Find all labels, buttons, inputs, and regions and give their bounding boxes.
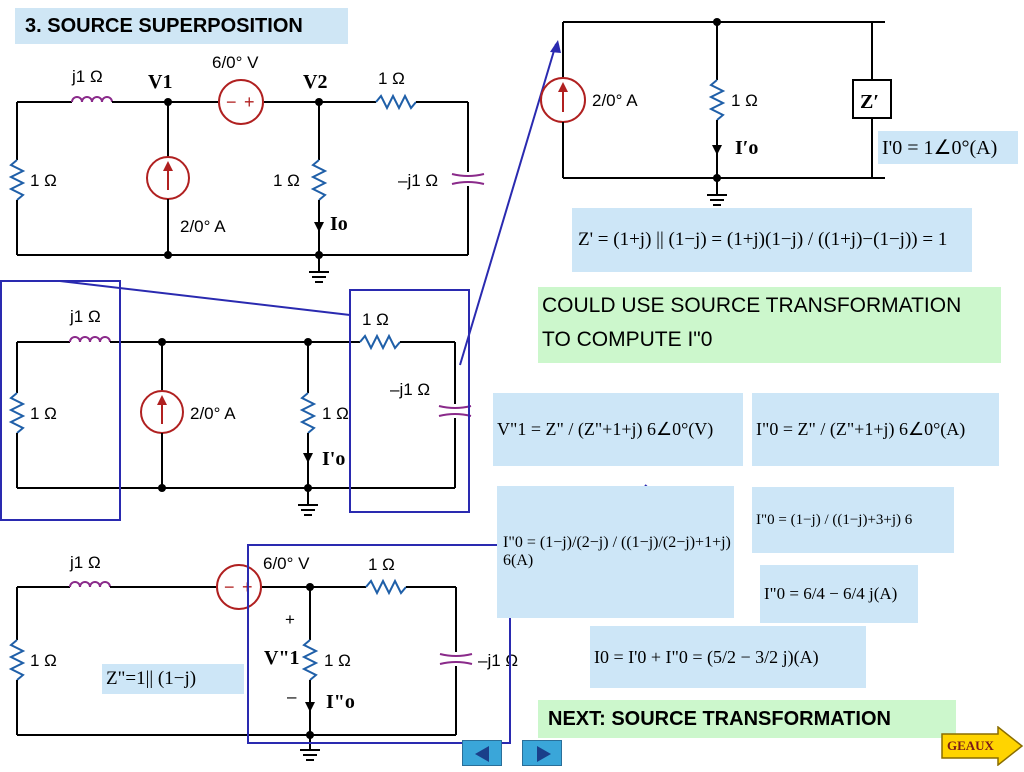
next-arrow-icon (537, 746, 551, 762)
geaux-button[interactable]: GEAUX (940, 726, 1024, 766)
label-r-mid: 1 Ω (273, 171, 300, 190)
label-r-left: 1 Ω (30, 404, 57, 423)
label-r-mid: 1 Ω (322, 404, 349, 423)
label-isource: 2/0° A (190, 404, 236, 423)
i0pp-simpl-eq: I"0 = (1−j) / ((1−j)+3+j) 6 (752, 487, 954, 553)
svg-text:−: − (226, 92, 237, 112)
i0-total-eq: I0 = I'0 + I"0 = (5/2 − 3/2 j)(A) (590, 626, 866, 688)
label-io-pp: I"o (326, 691, 355, 713)
label-vsource: 6/0° V (263, 554, 310, 573)
v1pp-eq: V"1 = Z" / (Z"+1+j) 6∠0°(V) (493, 393, 743, 466)
zpp-box: Z"=1|| (1−j) (102, 664, 244, 694)
geaux-arrow-icon (941, 726, 1024, 766)
label-vsource: 6/0° V (212, 53, 259, 72)
label-inductor: j1 Ω (71, 67, 103, 86)
i0pp-eq: I"0 = Z" / (Z"+1+j) 6∠0°(A) (752, 393, 999, 466)
next-note: NEXT: SOURCE TRANSFORMATION (538, 700, 956, 738)
label-r-top-right: 1 Ω (362, 310, 389, 329)
label-isource: 2/0° A (180, 217, 226, 236)
label-plus: + (285, 610, 295, 629)
label-r-top-right: 1 Ω (368, 555, 395, 574)
geaux-label: GEAUX (947, 738, 994, 753)
i0pp-sub-eq: I"0 = (1−j)/(2−j) / ((1−j)/(2−j)+1+j) 6(… (497, 486, 734, 618)
label-inductor: j1 Ω (69, 553, 101, 572)
z-prime-eq: Z' = (1+j) || (1−j) = (1+j)(1−j) / ((1+j… (572, 208, 972, 272)
i0-prime-eq: I'0 = 1∠0°(A) (878, 131, 1018, 164)
prev-slide-button[interactable] (462, 740, 502, 766)
label-inductor: j1 Ω (69, 307, 101, 326)
label-v1pp: V"1 (264, 647, 300, 669)
label-r-top-right: 1 Ω (378, 69, 405, 88)
source-transform-note: COULD USE SOURCE TRANSFORMATION TO COMPU… (538, 287, 1001, 363)
label-v1: V1 (148, 71, 172, 93)
label-z-prime: Z′ (860, 91, 879, 113)
label-r: 1 Ω (731, 91, 758, 110)
label-io-prime: I′o (735, 137, 758, 159)
label-r-mid: 1 Ω (324, 651, 351, 670)
circuit-right: 2/0° A 1 Ω Z′ I′o (540, 18, 892, 206)
label-cap: –j1 Ω (398, 171, 438, 190)
note-line-1: COULD USE SOURCE TRANSFORMATION (542, 294, 962, 317)
circuit-bottom: − + j1 Ω 6/0° V 1 Ω 1 Ω 1 Ω –j1 Ω + – V"… (10, 544, 545, 761)
circuit-middle: j1 Ω 1 Ω 1 Ω 1 Ω –j1 Ω 2/0° A I'o (0, 40, 561, 521)
prev-arrow-icon (475, 746, 489, 762)
label-r-left: 1 Ω (30, 171, 57, 190)
next-slide-button[interactable] (522, 740, 562, 766)
svg-text:+: + (244, 92, 255, 112)
label-io: I'o (322, 448, 345, 470)
label-v2: V2 (303, 71, 327, 93)
label-r-left: 1 Ω (30, 651, 57, 670)
label-isource: 2/0° A (592, 91, 638, 110)
note-line-2: TO COMPUTE I"0 (542, 328, 713, 351)
circuit-top: − + j1 Ω V1 V2 6/0° V 1 Ω 1 Ω 1 Ω –j1 Ω … (10, 53, 485, 283)
slide-title: 3. SOURCE SUPERPOSITION (15, 8, 348, 44)
i0pp-result-eq: I"0 = 6/4 − 6/4 j(A) (760, 565, 918, 623)
svg-text:−: − (224, 577, 235, 597)
label-cap: –j1 Ω (390, 380, 430, 399)
label-io: Io (330, 213, 348, 235)
label-minus: – (287, 687, 297, 706)
label-cap: –j1 Ω (478, 651, 518, 670)
